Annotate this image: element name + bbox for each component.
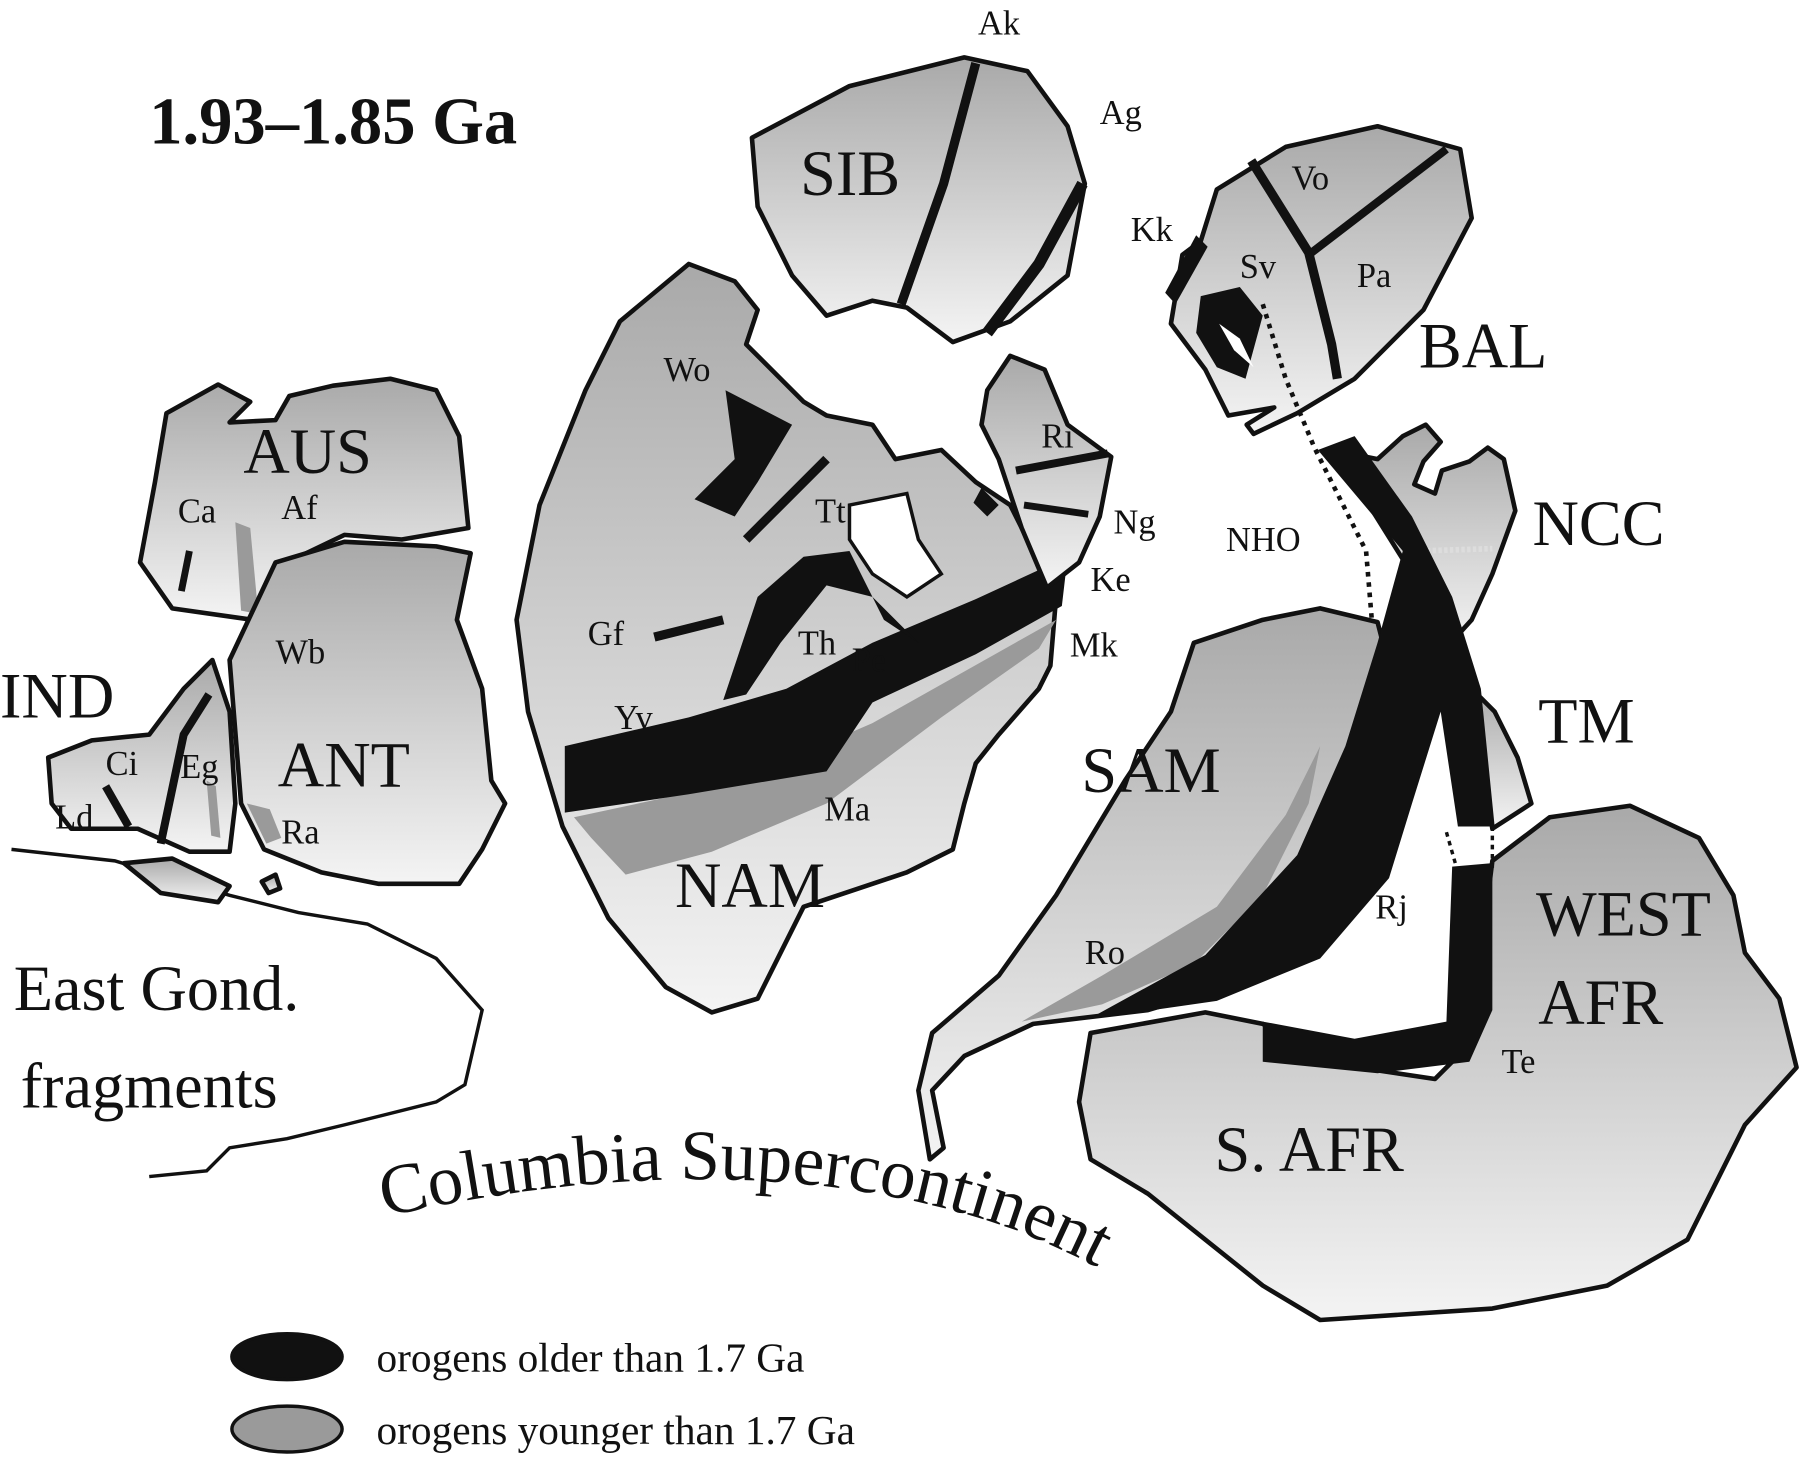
label-pe: Pe <box>852 641 886 679</box>
label-ak: Ak <box>978 4 1021 42</box>
legend-swatch-young <box>230 1404 344 1454</box>
label-ri: Ri <box>1041 418 1074 456</box>
label-ncc: NCC <box>1533 488 1665 559</box>
label-yv: Yv <box>614 699 653 737</box>
label-pa: Pa <box>1357 257 1391 295</box>
label-eg: Eg <box>180 748 218 786</box>
label-gf: Gf <box>588 615 625 653</box>
east-gondwana-outline <box>11 847 485 1179</box>
label-ci: Ci <box>106 745 139 783</box>
label-nam: NAM <box>675 850 825 921</box>
craton-bal <box>1165 123 1474 701</box>
label-kk: Kk <box>1131 211 1174 249</box>
craton-rae <box>979 353 1114 590</box>
label-afr: AFR <box>1538 967 1663 1038</box>
label-tt: Tt <box>815 492 846 530</box>
craton-s-afr <box>1076 803 1799 1323</box>
craton-nam <box>514 261 1068 1015</box>
label-ind: IND <box>0 660 114 731</box>
label-bal: BAL <box>1419 310 1548 381</box>
map-title: 1.93–1.85 Ga <box>149 85 517 158</box>
label-ant: ANT <box>278 729 410 800</box>
label-sib: SIB <box>800 138 900 209</box>
label-tm: TM <box>1538 686 1634 757</box>
suture-dotted-line <box>1444 826 1495 873</box>
legend-label-old: orogens older than 1.7 Ga <box>377 1335 805 1381</box>
label-fragments: fragments <box>21 1051 278 1122</box>
label-ng: Ng <box>1114 504 1156 542</box>
label-wb: Wb <box>276 633 326 671</box>
label-vo: Vo <box>1291 159 1329 197</box>
craton-aus <box>137 376 471 623</box>
label-th: Th <box>798 624 836 662</box>
label-mk: Mk <box>1070 627 1119 665</box>
label-wo: Wo <box>664 351 711 389</box>
label-ld: Ld <box>55 799 93 837</box>
label-ra: Ra <box>281 814 319 852</box>
legend: orogens older than 1.7 Ga orogens younge… <box>230 1332 855 1454</box>
label-s-afr: S. AFR <box>1215 1114 1404 1185</box>
label-ca: Ca <box>178 492 216 530</box>
label-ag: Ag <box>1100 94 1142 132</box>
craton-ind <box>45 657 283 905</box>
label-rj: Rj <box>1375 888 1408 926</box>
label-sam: SAM <box>1081 735 1220 806</box>
label-east-gond: East Gond. <box>14 953 300 1024</box>
orogen-trans-amazonian <box>1088 436 1495 1020</box>
craton-ant <box>227 539 508 887</box>
label-sv: Sv <box>1240 248 1277 286</box>
label-nho: NHO <box>1226 521 1301 559</box>
orogen-west-africa <box>1262 863 1493 1074</box>
label-ma: Ma <box>824 791 870 829</box>
supercontinent-label: Columbia Supercontinent <box>372 1117 1125 1282</box>
label-ro: Ro <box>1085 934 1125 972</box>
legend-swatch-old <box>230 1332 344 1382</box>
legend-label-young: orogens younger than 1.7 Ga <box>377 1407 855 1453</box>
label-aus: AUS <box>243 416 372 487</box>
label-af: Af <box>281 489 318 527</box>
supercontinent-label-path: Columbia Supercontinent <box>372 1117 1125 1282</box>
label-te: Te <box>1502 1043 1536 1081</box>
label-west: WEST <box>1536 878 1711 949</box>
label-ke: Ke <box>1091 561 1131 599</box>
craton-sib <box>749 55 1088 345</box>
